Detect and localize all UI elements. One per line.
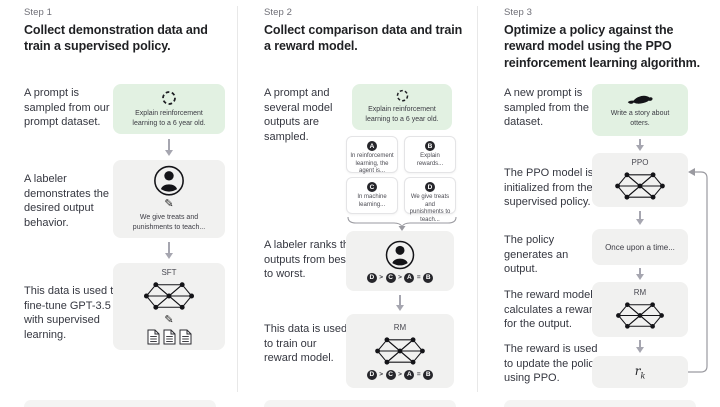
document-icon bbox=[179, 329, 191, 345]
down-arrow bbox=[635, 139, 645, 151]
ppo-label: PPO bbox=[631, 158, 649, 167]
rm-model-card: RM bbox=[592, 282, 688, 337]
feedback-loop-arrow bbox=[688, 168, 708, 373]
down-arrow bbox=[635, 340, 645, 353]
output-card-a: A In reinforcement learning, the agent i… bbox=[346, 136, 398, 174]
labeler-ranks-text: A labeler ranks the outputs from best to… bbox=[264, 239, 356, 281]
down-arrow bbox=[395, 295, 405, 311]
labeler-demo-text: A labeler demonstrates the desired outpu… bbox=[24, 173, 109, 229]
policy-output-text: The policy generates an output. bbox=[504, 234, 569, 276]
down-arrow bbox=[635, 211, 645, 225]
cut-off-card-strip bbox=[24, 400, 216, 407]
ranking-row: D > C > A = B bbox=[366, 272, 434, 283]
reward-update-text: The reward is used to update the policy … bbox=[504, 343, 600, 385]
rank-separator: = bbox=[416, 371, 421, 378]
ranking-labeler-card: D > C > A = B bbox=[346, 231, 454, 291]
down-arrow bbox=[164, 139, 174, 156]
prompt-card: Explain reinforcement learning to a 6 ye… bbox=[113, 84, 225, 134]
output-card-text: Once upon a time... bbox=[605, 242, 675, 252]
new-prompt-text: A new prompt is sampled from the dataset… bbox=[504, 87, 589, 129]
rank-letter: A bbox=[404, 272, 415, 283]
rank-letter: D bbox=[366, 369, 377, 380]
rank-separator: = bbox=[416, 274, 421, 281]
rank-separator: > bbox=[379, 274, 384, 281]
output-letter-badge: A bbox=[367, 141, 377, 151]
reward-calc-text: The reward model calculates a reward for… bbox=[504, 289, 599, 331]
output-card-b: B Explain rewards... bbox=[404, 136, 456, 173]
prompt-outputs-text: A prompt and several model outputs are s… bbox=[264, 87, 333, 143]
sft-model-card: SFT ✎ bbox=[113, 263, 225, 350]
rank-letter: C bbox=[385, 272, 396, 283]
column-divider bbox=[477, 6, 478, 392]
column-divider bbox=[237, 6, 238, 392]
prompt-card-text: Explain reinforcement learning to a 6 ye… bbox=[132, 109, 206, 127]
output-card-d: D We give treats and punishments to teac… bbox=[404, 177, 456, 223]
prompt-sampled-text: A prompt is sampled from our prompt data… bbox=[24, 87, 110, 129]
rank-separator: > bbox=[379, 371, 384, 378]
rank-separator: > bbox=[398, 274, 402, 281]
brace-arrow bbox=[347, 217, 457, 231]
output-card-text: Explain rewards... bbox=[416, 153, 444, 167]
prompt-card-text: Write a story about otters. bbox=[610, 110, 670, 127]
neural-network-icon bbox=[614, 171, 666, 201]
labeler-card: ✎ We give treats and punishments to teac… bbox=[113, 160, 225, 238]
document-icon bbox=[147, 329, 159, 345]
step-label: Step 3 bbox=[504, 7, 533, 18]
rank-letter: B bbox=[423, 369, 434, 380]
rank-letter: A bbox=[404, 369, 415, 380]
step-label: Step 2 bbox=[264, 7, 293, 18]
rank-letter: B bbox=[423, 272, 434, 283]
rm-label: RM bbox=[633, 288, 647, 297]
output-letter-badge: B bbox=[425, 141, 435, 151]
prompt-card: Write a story about otters. bbox=[592, 84, 688, 136]
labeler-card-text: We give treats and punishments to teach.… bbox=[132, 214, 206, 232]
output-card-text: In machine learning... bbox=[357, 194, 387, 208]
step-heading: Collect comparison data and train a rewa… bbox=[264, 23, 463, 54]
document-icon bbox=[163, 329, 175, 345]
rm-label: RM bbox=[393, 322, 407, 332]
cut-off-card-strip bbox=[504, 400, 696, 407]
pencil-icon: ✎ bbox=[164, 198, 174, 211]
otter-icon bbox=[627, 95, 653, 104]
sft-label: SFT bbox=[161, 268, 177, 277]
rm-model-card: RM D > C > A = B bbox=[346, 314, 454, 388]
neural-network-icon bbox=[615, 301, 665, 330]
rank-letter: C bbox=[385, 369, 396, 380]
ppo-model-card: PPO bbox=[592, 153, 688, 207]
output-letter-badge: C bbox=[367, 182, 377, 192]
down-arrow bbox=[635, 268, 645, 280]
cut-off-card-strip bbox=[264, 400, 456, 407]
train-rm-text: This data is used to train our reward mo… bbox=[264, 323, 348, 365]
finetune-text: This data is used to fine-tune GPT-3.5 w… bbox=[24, 285, 120, 341]
cycle-icon bbox=[396, 89, 408, 102]
step-label: Step 1 bbox=[24, 7, 53, 18]
prompt-card-text: Explain reinforcement learning to a 6 ye… bbox=[365, 106, 439, 124]
prompt-card: Explain reinforcement learning to a 6 ye… bbox=[352, 84, 452, 130]
ranking-row: D > C > A = B bbox=[366, 369, 434, 380]
output-card-c: C In machine learning... bbox=[346, 177, 398, 214]
reward-symbol: rk bbox=[634, 363, 646, 381]
cycle-icon bbox=[162, 90, 176, 105]
labeler-person-icon bbox=[385, 240, 415, 269]
step-heading: Optimize a policy against the reward mod… bbox=[504, 23, 701, 70]
reward-value-card: rk bbox=[592, 356, 688, 388]
generated-output-card: Once upon a time... bbox=[592, 229, 688, 265]
pencil-icon: ✎ bbox=[164, 314, 174, 326]
rank-separator: > bbox=[398, 371, 402, 378]
output-card-text: We give treats and punishments to teach.… bbox=[409, 194, 451, 223]
neural-network-icon bbox=[374, 336, 426, 365]
documents-icons bbox=[147, 329, 192, 345]
ppo-init-text: The PPO model is initialized from the su… bbox=[504, 167, 594, 209]
neural-network-icon bbox=[143, 281, 195, 311]
labeler-person-icon bbox=[154, 165, 184, 196]
output-card-text: In reinforcement learning, the agent is.… bbox=[350, 153, 394, 174]
down-arrow bbox=[164, 242, 174, 259]
rank-letter: D bbox=[366, 272, 377, 283]
step-heading: Collect demonstration data and train a s… bbox=[24, 23, 208, 54]
output-letter-badge: D bbox=[425, 182, 435, 192]
